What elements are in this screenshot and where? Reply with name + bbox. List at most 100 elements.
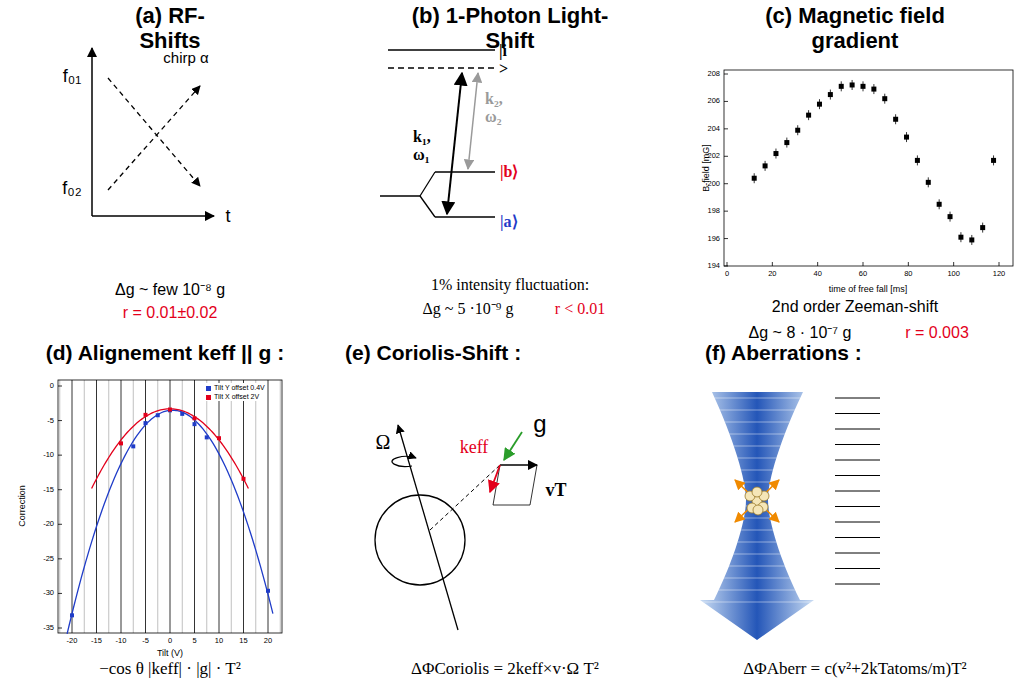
data-point	[193, 422, 197, 426]
tick	[724, 101, 728, 102]
chirp-label: chirp α	[163, 50, 208, 67]
data-point	[773, 151, 778, 156]
grid-line	[133, 380, 134, 633]
legend-swatch	[206, 386, 211, 391]
wavefront	[700, 566, 815, 567]
tick	[724, 183, 728, 184]
data-point	[205, 435, 209, 439]
data-point	[904, 135, 909, 140]
value-text: Δg ~ 8 · 10⁻⁷ g	[749, 324, 852, 342]
data-point	[817, 102, 822, 107]
formula: −cos θ |keff| · |g| · T²	[99, 659, 241, 678]
chart-frame	[724, 70, 1013, 266]
tick-label: 60	[859, 270, 867, 278]
atom-arrow	[735, 508, 749, 522]
wavefront-line	[835, 553, 880, 554]
tick	[724, 74, 728, 75]
tick-label: 5	[192, 637, 196, 645]
data-point	[948, 214, 953, 219]
state-label: |b⟩	[500, 163, 518, 181]
panel-title: (f) Aberrations :	[705, 341, 862, 365]
tick-label: 208	[707, 70, 720, 78]
grid-line	[206, 380, 207, 633]
value-text: 2nd order Zeeman-shift	[772, 298, 938, 316]
axis-label: f₀₁	[63, 66, 82, 86]
virtual-level	[388, 67, 495, 68]
value-text: 1% intensity fluctuation:	[431, 276, 589, 294]
tick	[908, 262, 909, 266]
tick-label: -25	[43, 555, 54, 563]
wavefront-line	[835, 398, 880, 399]
data-point	[180, 412, 184, 416]
formula: ΔΦAberr = c(v²+2kTatoms/m)T²	[743, 659, 966, 678]
grid-line	[243, 380, 244, 633]
data-point	[266, 589, 270, 593]
wavefront	[700, 422, 815, 423]
value-text: Δg ~ few 10⁻⁸ g	[115, 281, 225, 299]
wavefront	[700, 470, 815, 471]
wavefront	[700, 602, 815, 603]
wavefront	[700, 398, 815, 399]
tick-label: 0	[725, 270, 729, 278]
wavefront-line	[835, 584, 880, 585]
wavefront	[700, 434, 815, 435]
data-point	[926, 180, 931, 185]
wavefront	[700, 518, 815, 519]
tick-label: -35	[43, 624, 54, 632]
grid-line	[157, 380, 158, 633]
wavefront	[700, 482, 815, 483]
tick-label: -20	[67, 637, 78, 645]
axis-title: time of free fall [ms]	[829, 284, 908, 294]
data-point	[806, 113, 811, 118]
grid-line	[219, 380, 220, 633]
keff-arrow	[490, 465, 500, 492]
grid-line	[255, 380, 256, 633]
atom	[752, 487, 762, 497]
wavefront	[700, 590, 815, 591]
tick	[724, 238, 728, 239]
transition-arrow	[468, 73, 478, 169]
tick-label: 15	[239, 637, 247, 645]
data-point	[763, 163, 768, 168]
tick-label: 40	[813, 270, 821, 278]
tick-label: 200	[707, 180, 720, 188]
velocity-arrow	[500, 464, 537, 466]
tick-label: -5	[47, 416, 54, 424]
tick	[817, 262, 818, 266]
chart-frame	[58, 380, 282, 633]
level-line	[420, 196, 435, 217]
chirp-line	[108, 86, 200, 190]
earth-circle	[375, 495, 465, 585]
tick-label: -10	[43, 451, 54, 459]
tick	[58, 420, 62, 421]
data-point	[168, 408, 172, 412]
legend-text: Tilt X offset 2V	[214, 393, 259, 400]
value-text: Δg ~ 5 ·10⁻⁹ g	[423, 300, 514, 318]
wavefront-line	[835, 537, 880, 538]
tick	[863, 262, 864, 266]
tick-label: -20	[43, 520, 54, 528]
atom	[753, 505, 763, 515]
tick-label: -15	[43, 486, 54, 494]
tick	[953, 262, 954, 266]
data-point	[156, 413, 160, 417]
grid-line	[96, 380, 97, 633]
tick	[58, 524, 62, 525]
axis	[91, 48, 93, 216]
ratio-text: r < 0.01	[555, 300, 605, 318]
symbol-label: Ω	[376, 431, 391, 453]
tick-label: -5	[142, 637, 149, 645]
wavefront	[700, 458, 815, 459]
data-point	[217, 436, 221, 440]
data-point	[839, 84, 844, 89]
tick-label: 80	[904, 270, 912, 278]
tick-label: 20	[768, 270, 776, 278]
tick-label: 10	[215, 637, 223, 645]
laser-beam	[700, 392, 814, 640]
data-point	[861, 84, 866, 89]
tick-label: 196	[707, 234, 720, 242]
level-line	[435, 171, 495, 172]
fit-curve	[67, 410, 273, 634]
tick	[58, 386, 62, 387]
tick-label: 204	[707, 125, 720, 133]
